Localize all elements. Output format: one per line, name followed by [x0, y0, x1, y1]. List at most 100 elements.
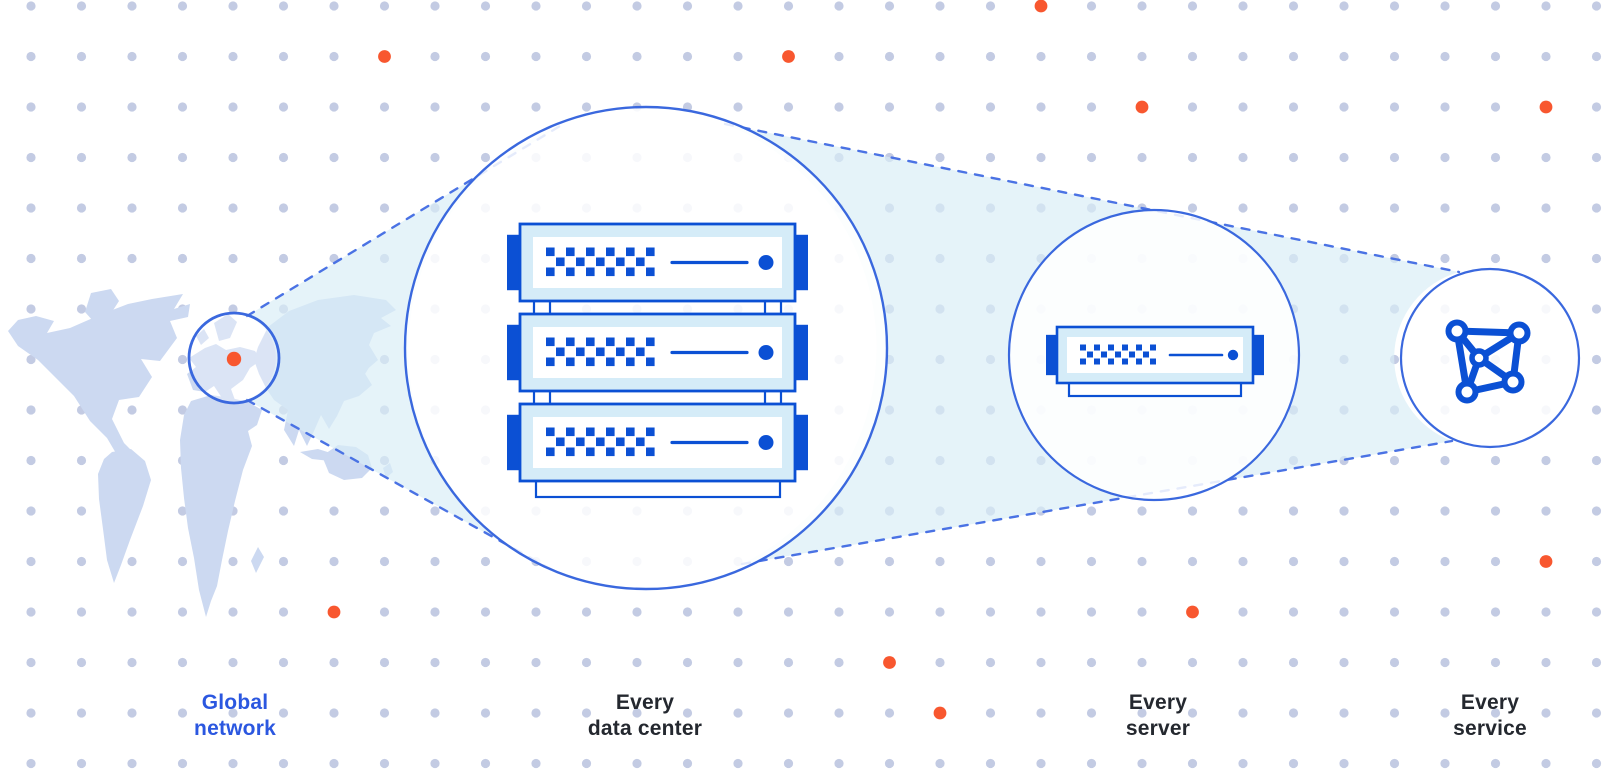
grid-dot	[682, 1, 693, 11]
grid-dot	[1238, 607, 1248, 617]
grid-dot	[1440, 152, 1450, 163]
grid-dot	[1288, 152, 1299, 163]
grid-dot	[783, 607, 794, 617]
server-rack-stack	[507, 222, 808, 499]
grid-dot	[1238, 51, 1248, 62]
grid-dot	[379, 708, 390, 718]
server-led-square	[1108, 358, 1114, 365]
server-led-square	[646, 427, 655, 437]
grid-dot	[985, 51, 996, 62]
grid-dot	[1490, 1, 1501, 11]
grid-dot	[935, 556, 945, 567]
grid-dot	[430, 152, 440, 163]
server-led-square	[586, 267, 595, 277]
grid-dot	[379, 102, 390, 112]
grid-dot	[834, 708, 844, 718]
grid-dot	[1187, 506, 1198, 516]
dashed-line-right-lower	[740, 439, 1454, 566]
grid-dot	[1036, 51, 1046, 62]
server-side-tab-right	[794, 414, 808, 471]
grid-dot	[480, 657, 491, 668]
grid-dot	[632, 607, 642, 617]
grid-dot	[1288, 51, 1299, 62]
grid-dot	[430, 657, 440, 668]
server-led-square	[646, 337, 655, 347]
grid-dot	[1389, 51, 1400, 62]
server-side-tab-left	[507, 414, 521, 471]
grid-dot	[1490, 607, 1501, 617]
grid-dot	[1036, 556, 1046, 567]
grid-dot	[1086, 51, 1097, 62]
grid-dot	[329, 708, 339, 718]
grid-dot-orange	[1034, 0, 1048, 13]
grid-dot	[329, 506, 339, 516]
grid-dot	[733, 607, 743, 617]
grid-dot	[278, 758, 289, 769]
grid-dot	[531, 51, 541, 62]
grid-dot	[1339, 203, 1349, 213]
grid-dot	[1288, 758, 1299, 769]
grid-dot	[1440, 607, 1450, 617]
grid-dot	[1591, 607, 1602, 617]
grid-dot	[985, 708, 996, 718]
grid-dot	[531, 1, 541, 11]
grid-dot	[480, 51, 491, 62]
grid-dot	[783, 102, 794, 112]
server-led-square	[1150, 344, 1156, 351]
grid-dot	[1036, 102, 1046, 112]
grid-dot	[1339, 152, 1349, 163]
grid-dot	[1137, 556, 1147, 567]
server-led-square	[606, 447, 615, 457]
server-power-dot	[758, 345, 774, 360]
grid-dot	[329, 556, 339, 567]
grid-dot	[1339, 556, 1349, 567]
server-led-square	[1143, 351, 1149, 358]
grid-dot	[278, 1, 289, 11]
grid-dot	[1187, 51, 1198, 62]
grid-dot-orange	[1186, 605, 1199, 619]
grid-dot	[632, 758, 642, 769]
grid-dot	[127, 203, 137, 213]
grid-dot	[379, 1, 390, 11]
mesh-node-top-right	[1507, 321, 1531, 345]
grid-dot	[228, 152, 238, 163]
grid-dot	[26, 506, 36, 516]
grid-dot	[1086, 1, 1097, 11]
grid-dot	[1187, 1, 1198, 11]
grid-dot	[733, 708, 743, 718]
server-led-square	[566, 357, 575, 367]
grid-dot	[1389, 556, 1400, 567]
grid-dot	[1591, 354, 1602, 365]
grid-dot	[935, 607, 945, 617]
server-led-square	[1101, 351, 1107, 358]
grid-dot	[278, 203, 289, 213]
grid-dot	[783, 1, 794, 11]
grid-dot	[1288, 506, 1299, 516]
grid-dot	[329, 102, 339, 112]
grid-dot	[1288, 102, 1299, 112]
grid-dot-orange	[1135, 100, 1149, 114]
mesh-node-top-left	[1445, 319, 1469, 343]
grid-dot	[1288, 657, 1299, 668]
server-led-square	[566, 247, 575, 257]
grid-dot	[127, 253, 137, 264]
grid-dot	[228, 203, 238, 213]
grid-dot	[1591, 657, 1602, 668]
grid-dot	[26, 304, 36, 314]
server-unit	[507, 402, 808, 483]
server-led-square	[546, 447, 555, 457]
server-led-square	[576, 347, 585, 357]
grid-dot	[1591, 708, 1602, 718]
server-led-square	[616, 257, 625, 267]
grid-dot	[228, 758, 238, 769]
server-led-square	[626, 427, 635, 437]
grid-dot	[329, 1, 339, 11]
server-unit	[507, 222, 808, 303]
single-server	[1046, 325, 1264, 398]
grid-dot	[935, 657, 945, 668]
server-led-square	[636, 347, 645, 357]
server-unit	[507, 312, 808, 393]
server-led-square	[626, 357, 635, 367]
grid-dot	[177, 102, 188, 112]
